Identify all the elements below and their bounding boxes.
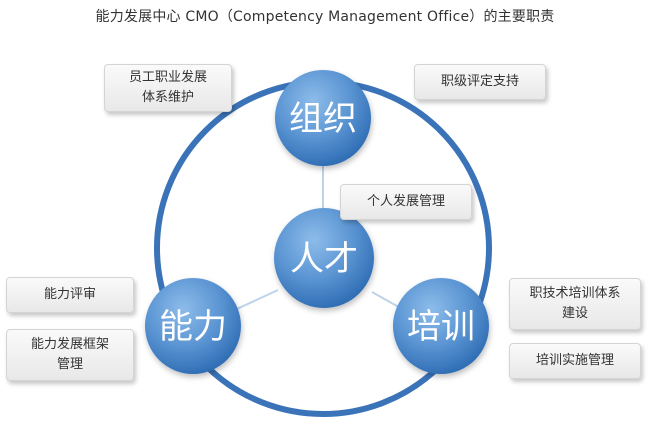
text-line: 员工职业发展: [128, 70, 207, 85]
box-personal-development-label: 个人发展管理: [366, 194, 445, 209]
box-training-implementation: 培训实施管理: [509, 343, 641, 379]
text-line: 职技术培训体系: [529, 286, 621, 301]
box-career-maintenance: 员工职业发展体系维护: [104, 64, 232, 112]
circle-competency-label: 能力: [159, 307, 227, 347]
text-line: 建设: [561, 306, 588, 321]
text-line: 管理: [56, 357, 83, 372]
box-competency-review-label: 能力评审: [43, 287, 96, 302]
text-line: 能力发展框架: [30, 337, 109, 352]
circle-training-label: 培训: [407, 307, 475, 347]
box-rank-support-label: 职级评定支持: [440, 74, 519, 89]
circle-organization-label: 组织: [289, 99, 357, 139]
page-title: 能力发展中心 CMO（Competency Management Office）…: [95, 9, 555, 25]
box-career-maintenance-label: 员工职业发展体系维护: [129, 68, 207, 108]
box-competency-review: 能力评审: [6, 277, 134, 313]
circle-training: 培训: [393, 278, 489, 374]
circle-talent-label: 人才: [290, 239, 358, 279]
box-training-system: 职技术培训体系建设: [509, 278, 641, 330]
circle-competency: 能力: [145, 278, 241, 374]
text-line: 体系维护: [141, 90, 194, 105]
circle-organization: 组织: [275, 70, 371, 166]
box-training-implementation-label: 培训实施管理: [535, 353, 614, 368]
box-competency-framework: 能力发展框架管理: [6, 329, 134, 381]
circle-talent: 人才: [274, 208, 374, 308]
box-competency-framework-label: 能力发展框架管理: [31, 335, 109, 375]
box-training-system-label: 职技术培训体系建设: [529, 284, 620, 324]
box-rank-support: 职级评定支持: [414, 64, 546, 100]
box-personal-development: 个人发展管理: [340, 184, 472, 220]
